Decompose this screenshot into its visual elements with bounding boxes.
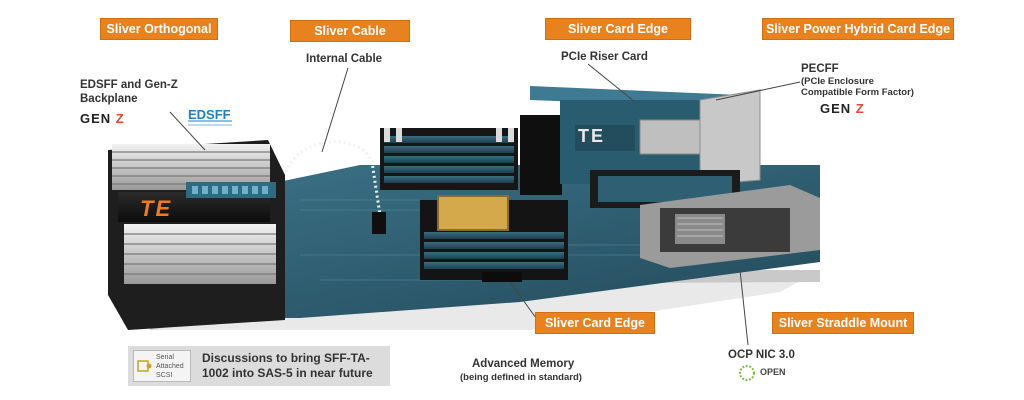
tag-sliver-straddle-mount: Sliver Straddle Mount [772,312,914,334]
edsff-chassis [108,140,285,330]
ocp-nic-bay [640,185,820,268]
genz-logo-right: GEN Z [820,101,865,116]
te-board-logo: TE [140,196,173,221]
open-compute-icon [739,365,755,381]
tag-sliver-card-edge-top: Sliver Card Edge [545,18,691,40]
internal-cable-path [284,140,382,216]
tag-sliver-orthogonal: Sliver Orthogonal [100,18,218,40]
sas-note-line1: Discussions to bring SFF-TA- [202,351,370,365]
label-edsff-backplane-line2: Backplane [80,93,138,105]
open-compute-logo: OPEN [738,364,798,382]
cable-connector [372,212,386,234]
dimm-bank-upper [380,128,518,190]
label-advanced-memory: Advanced Memory [472,358,575,370]
dimm-bank-lower [420,195,568,282]
open-logo-text: OPEN [760,367,786,377]
tag-sliver-cable: Sliver Cable [290,20,410,42]
sas-note-text: Discussions to bring SFF-TA- 1002 into S… [202,351,373,381]
genz-z-mark: Z [855,101,865,116]
sas-note-line2: 1002 into SAS-5 in near future [202,366,373,380]
edsff-logo: EDSFF [188,107,231,122]
label-advanced-memory-sub: (being defined in standard) [460,372,582,383]
label-internal-cable: Internal Cable [306,53,383,65]
tag-sliver-power-hybrid-card-edge: Sliver Power Hybrid Card Edge [762,18,954,40]
genz-z-mark: Z [115,111,125,126]
sas-logo-line1: Serial [156,354,174,361]
sas-logo-line2: Attached [156,363,184,370]
edsff-logo-mark [188,120,232,126]
label-pecff: PECFF [801,63,839,75]
pcie-riser-assembly [520,86,761,208]
sas-logo-icon [137,360,152,372]
sas-logo-line3: SCSI [156,372,173,379]
label-pecff-sub-line1: (PCIe Enclosure [801,76,874,87]
tag-sliver-card-edge-bottom: Sliver Card Edge [535,312,655,334]
sas-note-box: Serial Attached SCSI Discussions to brin… [128,346,390,386]
label-pecff-sub-line2: Compatible Form Factor) [801,87,914,98]
te-riser-logo: TE [578,126,606,146]
label-ocp-nic: OCP NIC 3.0 [728,349,795,361]
genz-logo-left: GEN Z [80,111,125,126]
label-pcie-riser-card: PCIe Riser Card [561,51,648,63]
leader-lines [169,63,801,346]
sas-logo: Serial Attached SCSI [133,350,191,382]
label-edsff-backplane-line1: EDSFF and Gen-Z [80,79,178,91]
